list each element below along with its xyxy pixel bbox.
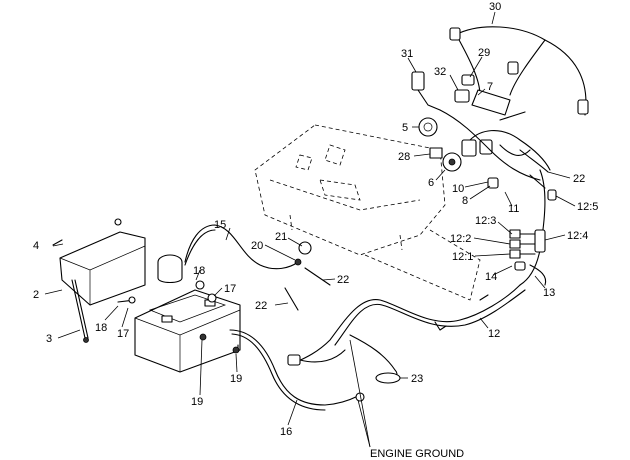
callout-22-mid: 22 (337, 274, 349, 286)
callout-4: 4 (33, 240, 39, 252)
callout-12-3: 12:3 (475, 215, 496, 227)
battery-shield (52, 218, 146, 343)
callout-12-1: 12:1 (452, 251, 473, 263)
ground-terminal-23 (375, 372, 401, 384)
module-7 (471, 89, 511, 116)
bolt-18 (195, 280, 205, 290)
connector-28 (429, 147, 443, 159)
boot-21 (298, 241, 312, 255)
callout-5: 5 (402, 122, 408, 134)
callout-31: 31 (401, 48, 413, 60)
connector-32 (454, 89, 470, 103)
callout-7: 7 (487, 81, 493, 93)
connector-12-1 (509, 249, 521, 259)
connector-29 (461, 74, 475, 86)
connector-12-2 (509, 239, 521, 249)
callout-2: 2 (33, 289, 39, 301)
connector-10 (487, 177, 499, 189)
callout-14: 14 (485, 271, 497, 283)
callout-8: 8 (462, 195, 468, 207)
callout-3: 3 (46, 333, 52, 345)
main-harness-12 (287, 284, 526, 384)
relay-31 (411, 71, 425, 91)
callout-17-left: 17 (117, 328, 129, 340)
callout-labels: 30 31 29 32 7 5 28 6 10 8 11 22 12:5 12:… (33, 1, 598, 460)
callout-30: 30 (489, 1, 501, 13)
callout-12-4: 12:4 (567, 230, 588, 242)
bolts-22 (284, 174, 546, 311)
callout-22-right: 22 (573, 173, 585, 185)
callout-29: 29 (478, 47, 490, 59)
connector-12-5 (547, 189, 557, 201)
chassis-frame (254, 124, 481, 301)
component-cluster (411, 71, 551, 189)
callout-17-top: 17 (224, 283, 236, 295)
callout-18-top: 18 (193, 265, 205, 277)
nut-20 (294, 258, 302, 266)
callout-22-left: 22 (255, 300, 267, 312)
callout-21: 21 (275, 231, 287, 243)
callout-19-bottom: 19 (191, 396, 203, 408)
cable-16 (229, 329, 365, 411)
terminal-bolt-19 (199, 333, 207, 341)
callout-23: 23 (411, 373, 423, 385)
cable-15 (157, 224, 312, 284)
leader-lines (44, 11, 576, 448)
callout-10: 10 (452, 183, 464, 195)
callout-19-right: 19 (230, 373, 242, 385)
callout-18-left: 18 (95, 322, 107, 334)
callout-12: 12 (488, 328, 500, 340)
callout-11: 11 (508, 203, 519, 215)
callout-12-5: 12:5 (577, 201, 598, 213)
callout-16: 16 (280, 426, 292, 438)
harness-30 (449, 26, 589, 116)
callout-28: 28 (398, 151, 410, 163)
switch-5 (418, 117, 438, 137)
callout-6: 6 (428, 177, 434, 189)
callout-20: 20 (251, 240, 263, 252)
right-harness (509, 149, 557, 286)
callout-13: 13 (543, 287, 555, 299)
callout-12-2: 12:2 (450, 233, 471, 245)
battery (117, 280, 241, 373)
callout-15: 15 (214, 219, 226, 231)
engine-ground-label: ENGINE GROUND (370, 448, 464, 460)
callout-32: 32 (434, 66, 446, 78)
